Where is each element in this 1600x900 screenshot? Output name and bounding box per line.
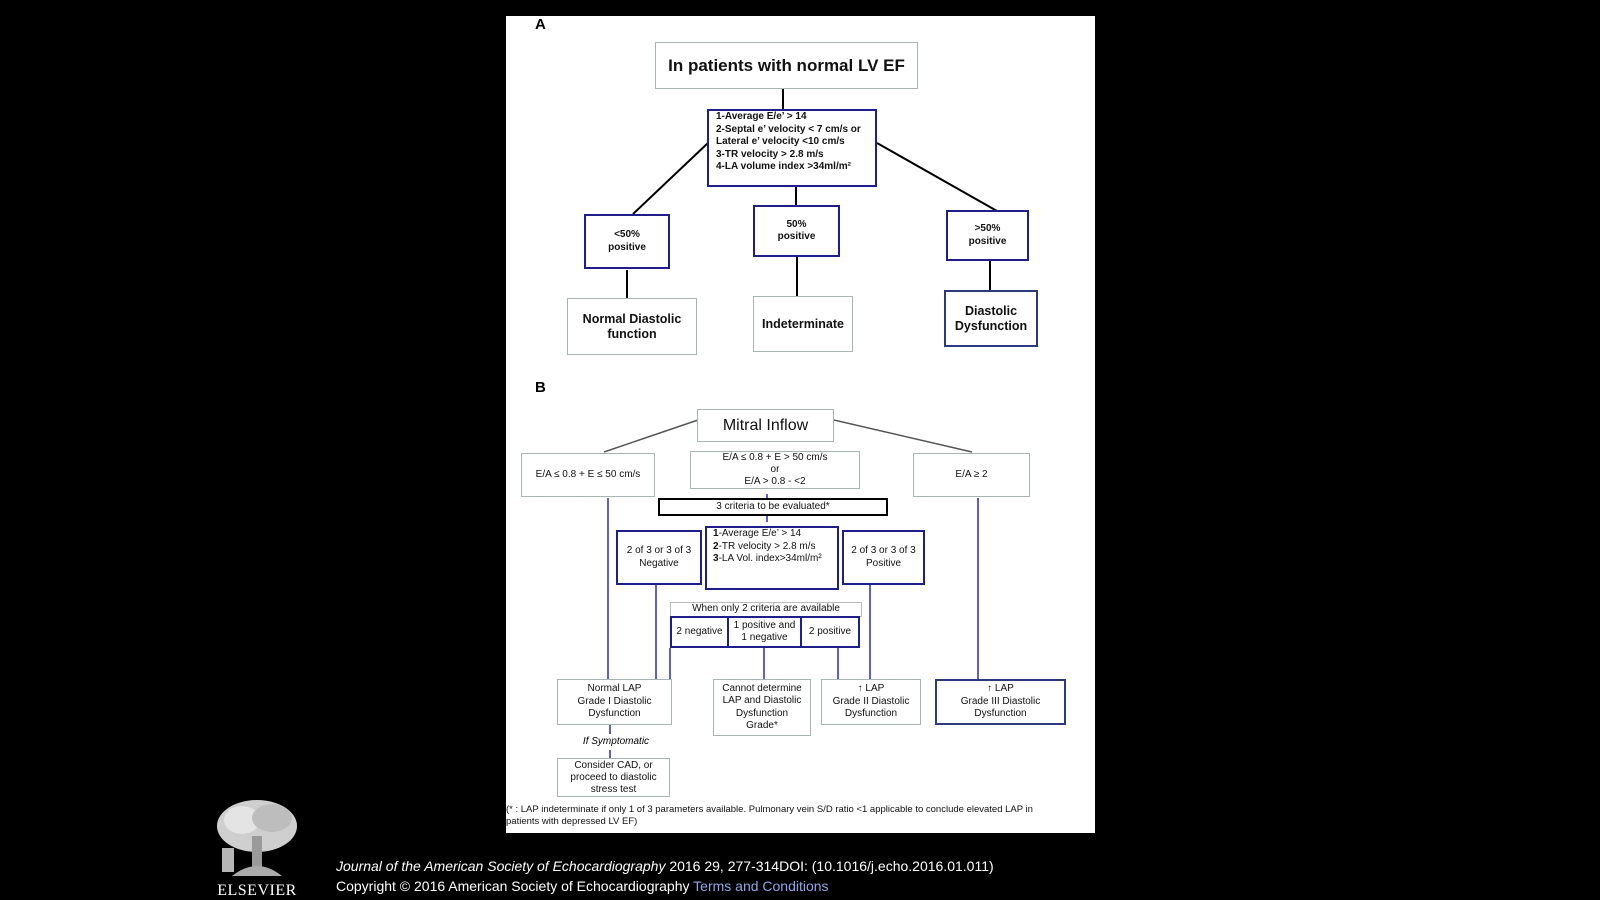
- outcome-dd-line2: Dysfunction: [954, 318, 1028, 333]
- criteria3-line2: 2-TR velocity > 2.8 m/s: [713, 540, 816, 552]
- diagram-figure: A In patients with normal LV EF 1-Averag…: [506, 16, 1095, 833]
- criterion-2b: Lateral e’ velocity <10 cm/s: [716, 136, 845, 147]
- two-negative-box: 2 negative: [670, 616, 729, 648]
- outcome-diastolic-dysfunction: Diastolic Dysfunction: [944, 290, 1038, 347]
- if-symptomatic-label: If Symptomatic: [582, 736, 650, 747]
- consider-cad-box: Consider CAD, or proceed to diastolic st…: [557, 758, 670, 797]
- mitral-inflow-box: Mitral Inflow: [697, 409, 834, 442]
- criterion-4: 4-LA volume index >34ml/m²: [716, 161, 851, 172]
- one-each-box: 1 positive and 1 negative: [727, 616, 802, 648]
- negative-box: 2 of 3 or 3 of 3 Negative: [616, 530, 702, 585]
- outcome-indeterminate: Indeterminate: [753, 296, 853, 352]
- three-criteria-box: 1-Average E/e’ > 14 2-TR velocity > 2.8 …: [705, 526, 839, 590]
- logo-text: ELSEVIER: [217, 882, 297, 899]
- criteria3-line1: 1-Average E/e’ > 14: [713, 528, 802, 539]
- cannot-line2: LAP and Diastolic: [722, 695, 802, 706]
- consider-line2: proceed to diastolic: [570, 771, 657, 783]
- positive-line2: Positive: [865, 557, 901, 569]
- outcome-normal-diastolic: Normal Diastolic function: [567, 298, 697, 355]
- journal-ref: 2016 29, 277-314DOI: (10.1016/j.echo.201…: [665, 858, 994, 874]
- footnote-line1: (* : LAP indeterminate if only 1 of 3 pa…: [506, 804, 1033, 815]
- branch-word-50: positive: [777, 231, 816, 242]
- consider-line1: Consider CAD, or: [574, 759, 653, 771]
- grade2-line3: Dysfunction: [844, 708, 898, 720]
- criterion-2: 2-Septal e’ velocity < 7 cm/s or: [716, 123, 861, 135]
- journal-name: Journal of the American Society of Echoc…: [336, 858, 666, 874]
- grade1-line3: Dysfunction: [588, 708, 641, 720]
- outcome-normal-line2: function: [607, 326, 657, 341]
- grade3-line3: Dysfunction: [974, 708, 1027, 720]
- tree-icon: [217, 800, 297, 876]
- branch-pct-lt50: <50%: [614, 229, 640, 240]
- elsevier-logo: ELSEVIER: [212, 796, 302, 900]
- one-each-line2: 1 negative: [741, 632, 788, 643]
- branch-pct-50: 50%: [786, 218, 807, 230]
- grade3-line2: Grade III Diastolic: [960, 695, 1041, 707]
- consider-line3: stress test: [590, 783, 637, 795]
- criteria-box-four: 1-Average E/e’ > 14 2-Septal e’ velocity…: [707, 109, 877, 187]
- branch-word-lt50: positive: [608, 241, 646, 253]
- one-each-line1: 1 positive and: [733, 619, 796, 631]
- cannot-line3: Dysfunction: [735, 707, 789, 719]
- branch-pct-gt50: >50%: [974, 223, 1001, 234]
- grade2-line2: Grade II Diastolic: [832, 695, 910, 707]
- citation-line2: Copyright © 2016 American Society of Ech…: [336, 876, 994, 896]
- two-criteria-header: When only 2 criteria are available: [670, 602, 862, 617]
- condition-left: E/A ≤ 0.8 + E ≤ 50 cm/s: [521, 453, 655, 497]
- grade3-line1: ↑ LAP: [987, 683, 1014, 695]
- grade2-line1: ↑ LAP: [857, 683, 885, 695]
- grade1-line1: Normal LAP: [587, 683, 642, 695]
- citation: Journal of the American Society of Echoc…: [336, 856, 994, 896]
- condition-right: E/A ≥ 2: [913, 453, 1030, 497]
- condition-middle: E/A ≤ 0.8 + E > 50 cm/s or E/A > 0.8 - <…: [690, 451, 860, 489]
- citation-line1: Journal of the American Society of Echoc…: [336, 856, 994, 876]
- positive-line1: 2 of 3 or 3 of 3: [851, 545, 916, 556]
- terms-link[interactable]: Terms and Conditions: [693, 878, 829, 894]
- outcome-dd-line1: Diastolic: [964, 303, 1018, 318]
- outcome-grade2: ↑ LAP Grade II Diastolic Dysfunction: [821, 679, 921, 725]
- criteria-to-evaluate-box: 3 criteria to be evaluated*: [658, 498, 888, 516]
- panel-a-label: A: [535, 16, 546, 33]
- outcome-cannot-determine: Cannot determine LAP and Diastolic Dysfu…: [713, 679, 811, 736]
- connector-lines: [603, 88, 998, 758]
- panel-b-label: B: [535, 379, 546, 396]
- positive-box: 2 of 3 or 3 of 3 Positive: [842, 530, 925, 585]
- criterion-3: 3-TR velocity > 2.8 m/s: [716, 148, 824, 160]
- outcome-normal-line1: Normal Diastolic: [582, 311, 682, 326]
- branch-word-gt50: positive: [968, 235, 1007, 247]
- root-normal-lvef: In patients with normal LV EF: [655, 42, 918, 89]
- footnote: (* : LAP indeterminate if only 1 of 3 pa…: [506, 804, 1095, 828]
- condition-middle-line1: E/A ≤ 0.8 + E > 50 cm/s: [722, 452, 828, 463]
- condition-middle-line2: or: [770, 464, 780, 475]
- cannot-line4: Grade*: [746, 720, 778, 731]
- equal-50-positive-box: 50% positive: [753, 205, 840, 257]
- outcome-grade3: ↑ LAP Grade III Diastolic Dysfunction: [935, 679, 1066, 725]
- condition-middle-line3: E/A > 0.8 - <2: [744, 476, 806, 487]
- less-than-50-positive-box: <50% positive: [584, 214, 670, 269]
- two-positive-box: 2 positive: [800, 616, 860, 648]
- outcome-grade1: Normal LAP Grade I Diastolic Dysfunction: [557, 679, 672, 725]
- copyright-text: Copyright © 2016 American Society of Ech…: [336, 878, 694, 894]
- criterion-1: 1-Average E/e’ > 14: [716, 111, 807, 122]
- cannot-line1: Cannot determine: [722, 682, 802, 694]
- criteria3-line3: 3-LA Vol. index>34ml/m²: [713, 553, 822, 564]
- greater-than-50-positive-box: >50% positive: [946, 210, 1029, 261]
- negative-line2: Negative: [639, 557, 679, 569]
- negative-line1: 2 of 3 or 3 of 3: [626, 545, 692, 556]
- footnote-line2: patients with depressed LV EF): [506, 816, 638, 827]
- grade1-line2: Grade I Diastolic: [577, 695, 652, 707]
